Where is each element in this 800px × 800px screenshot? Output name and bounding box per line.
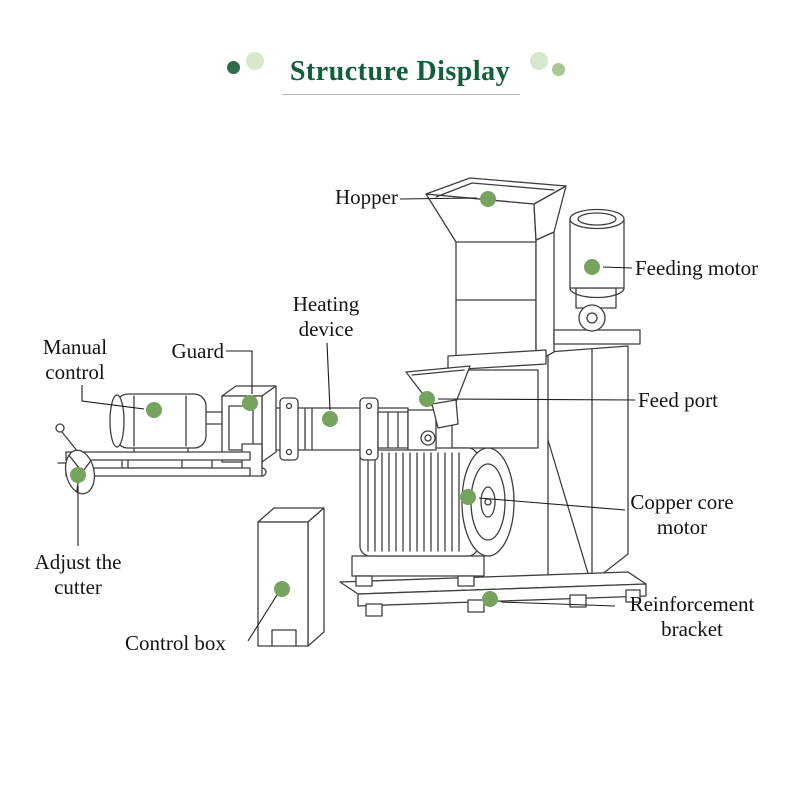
title-underline [282, 94, 520, 95]
hopper-drawing [425, 177, 567, 449]
label-heating-device: Heating device [292, 292, 360, 341]
anchor-dot-adjust-cutter [70, 467, 86, 483]
anchor-dot-hopper [480, 191, 496, 207]
label-adjust-cutter: Adjust the cutter [34, 550, 122, 599]
anchor-dots [70, 191, 600, 607]
deco-dot-dark-left [227, 61, 240, 74]
deco-dot-light-right [530, 52, 548, 70]
label-manual-control: Manual control [42, 335, 108, 384]
deco-dot-mid-right [552, 63, 565, 76]
label-feeding-motor: Feeding motor [635, 256, 759, 280]
label-hopper: Hopper [335, 185, 398, 209]
feeding-motor-drawing [553, 208, 641, 345]
title-block: Structure Display [0, 56, 800, 88]
anchor-dot-reinforcement-bracket [482, 591, 498, 607]
label-copper-core-motor: Copper core motor [630, 490, 734, 539]
page-title: Structure Display [289, 56, 511, 87]
anchor-dot-manual-control [146, 402, 162, 418]
control-box-drawing [257, 507, 325, 647]
leader-lines [77, 197, 636, 642]
label-reinforcement-bracket: Reinforcement bracket [629, 592, 755, 641]
anchor-dot-heating-device [322, 411, 338, 427]
label-guard: Guard [171, 339, 224, 363]
label-feed-port: Feed port [638, 388, 718, 412]
label-control-box: Control box [125, 631, 226, 655]
support-frame-drawing [547, 345, 629, 583]
deco-dot-light-left [246, 52, 264, 70]
anchor-dot-feeding-motor [584, 259, 600, 275]
copper-core-motor-drawing [351, 437, 515, 587]
anchor-dot-guard [242, 395, 258, 411]
anchor-dot-control-box [274, 581, 290, 597]
base-frame-drawing [339, 571, 647, 617]
anchor-dot-feed-port [419, 391, 435, 407]
anchor-dot-copper-core-motor [460, 489, 476, 505]
